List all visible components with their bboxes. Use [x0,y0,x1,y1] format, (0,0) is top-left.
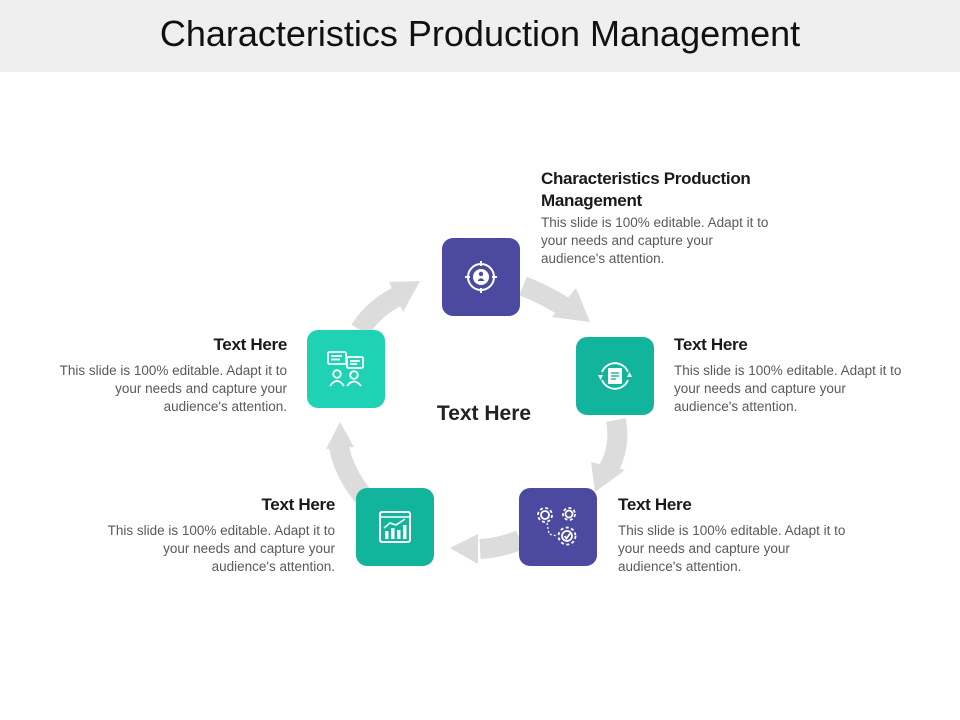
arrow-top-left [351,287,403,336]
step-node-1 [442,238,520,316]
step-description: This slide is 100% editable. Adapt it to… [674,363,902,414]
step-heading: Characteristics Production Management [541,169,751,210]
arrowhead-top-right [552,288,590,322]
step-text-4: Text Here This slide is 100% editable. A… [107,494,336,576]
step-text-3: Text Here This slide is 100% editable. A… [618,494,846,576]
slide-title: Characteristics Production Management [159,13,801,54]
arrowhead-right [591,462,625,492]
step-text-5: Text Here This slide is 100% editable. A… [59,334,288,416]
gears-check-icon [537,507,577,546]
arrow-bottom [479,530,524,559]
cycle-document-icon [598,362,632,390]
step-node-2 [576,337,654,415]
step-description: This slide is 100% editable. Adapt it to… [107,523,335,574]
title-band [0,0,960,72]
step-text-2: Text Here This slide is 100% editable. A… [674,334,902,416]
arrowhead-bottom [450,534,478,564]
arrow-right [599,418,628,475]
step-heading: Text Here [213,335,287,354]
arrowhead-left [326,422,354,449]
step-heading: Text Here [674,335,748,354]
growth-chart-icon [379,511,411,543]
step-node-3 [519,488,597,566]
step-description: This slide is 100% editable. Adapt it to… [618,523,846,574]
step-description: This slide is 100% editable. Adapt it to… [59,363,287,414]
center-label: Text Here [436,402,532,425]
arrowhead-top-left [389,281,420,312]
discussion-people-icon [327,351,364,387]
step-heading: Text Here [618,495,692,514]
arrow-left [329,444,371,503]
step-description: This slide is 100% editable. Adapt it to… [541,215,769,266]
step-text-1: Characteristics Production Management Th… [541,168,771,268]
target-person-icon [465,261,497,293]
step-node-4 [356,488,434,566]
arrow-top-right [519,276,572,317]
step-node-5 [307,330,385,408]
step-heading: Text Here [261,495,335,514]
